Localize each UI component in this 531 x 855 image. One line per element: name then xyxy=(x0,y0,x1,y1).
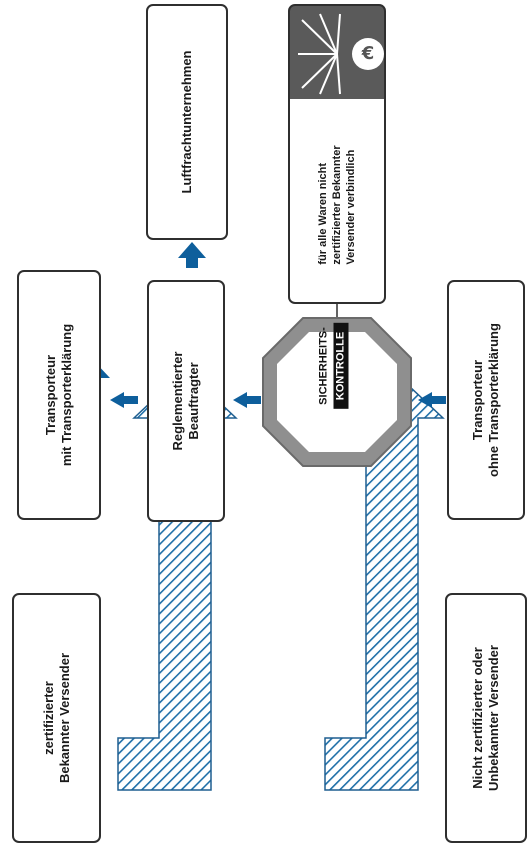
arrow-up-to-airline xyxy=(178,242,206,268)
carrier-without-line-1: Transporteur xyxy=(470,359,485,441)
regulated-agent-line-2: Beauftragter xyxy=(186,362,201,440)
info-box xyxy=(288,4,386,304)
info-line-3: Versender verbindlich xyxy=(345,149,357,265)
certified-shipper-line-2: Bekannter Versender xyxy=(56,652,72,784)
hatched-arrow-right xyxy=(324,368,445,791)
security-check-label: SICHERHEITS- KONTROLLE xyxy=(318,323,349,409)
box-unknown-shipper: Nicht zertifizierter oder Unbekannter Ve… xyxy=(445,593,527,843)
info-line-2: zertifizierter Bekannter xyxy=(331,145,343,265)
arrow-left-to-regulated-agent xyxy=(110,392,138,408)
box-airline: Luftfrachtunternehmen xyxy=(146,4,228,240)
carrier-with-line-2: mit Transporterklärung xyxy=(59,323,74,467)
regulated-agent-line-1: Reglementierter xyxy=(170,351,185,451)
unknown-shipper-line-2: Unbekannter Versender xyxy=(486,645,501,791)
box-carrier-with-declaration: Transporteur mit Transporterklärung xyxy=(17,270,101,520)
arrow-left-from-security xyxy=(233,392,261,408)
info-box-text: für alle Waren nicht zertifizierter Beka… xyxy=(316,145,358,264)
airline-line-1: Luftfrachtunternehmen xyxy=(179,50,194,194)
security-check-line-2: KONTROLLE xyxy=(333,323,349,409)
certified-shipper-line-1: zertifizierter xyxy=(40,681,56,755)
box-certified-shipper: zertifizierter Bekannter Versender xyxy=(12,593,101,843)
box-regulated-agent: Reglementierter Beauftragter xyxy=(147,280,225,522)
euro-icon: € xyxy=(352,38,384,70)
arrow-left-to-security xyxy=(418,392,446,408)
info-line-1: für alle Waren nicht xyxy=(317,162,329,265)
carrier-without-line-2: ohne Transporterklärung xyxy=(486,323,501,477)
box-carrier-without-declaration: Transporteur ohne Transporterklärung xyxy=(447,280,525,520)
unknown-shipper-line-1: Nicht zertifizierter oder xyxy=(470,647,485,789)
carrier-with-line-1: Transporteur xyxy=(43,354,58,436)
security-check-line-1: SICHERHEITS- xyxy=(317,327,330,405)
